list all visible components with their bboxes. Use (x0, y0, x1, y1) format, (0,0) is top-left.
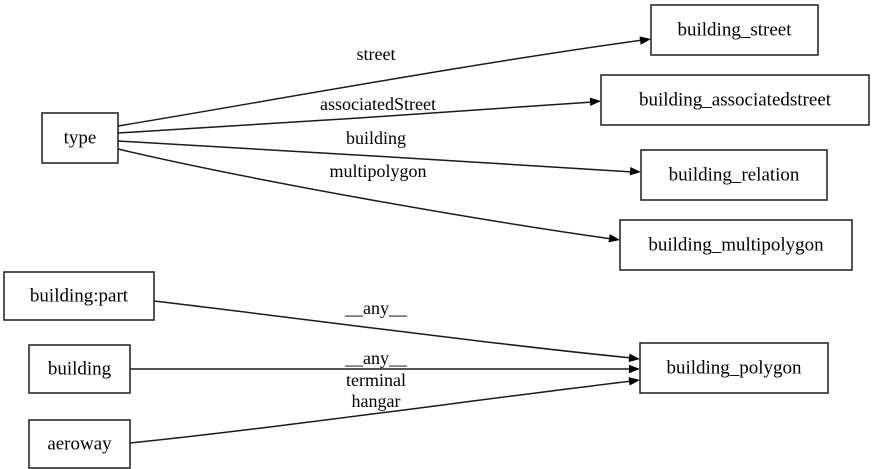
node-building_associatedstreet[interactable]: building_associatedstreet (600, 74, 870, 126)
node-label: type (64, 127, 97, 148)
arrowhead-icon (589, 97, 601, 106)
arrowhead-icon (629, 167, 641, 176)
node-box (619, 219, 853, 271)
node-label: building_polygon (666, 357, 802, 378)
arrowhead-icon (628, 353, 640, 363)
edge-label: __any__ (344, 348, 408, 368)
node-box (28, 419, 131, 469)
arrowhead-icon (628, 377, 640, 386)
node-building_part[interactable]: building:part (3, 271, 155, 321)
arrowhead-icon (608, 234, 620, 243)
edge-label: associatedStreet (320, 94, 436, 114)
edge-label: building (346, 128, 406, 148)
edge-type-to-building_associatedstreet (117, 101, 594, 134)
node-label: building_relation (669, 164, 800, 185)
node-box (41, 112, 119, 164)
edge-aeroway-to-building_polygon (129, 380, 633, 444)
node-box (28, 344, 131, 394)
edge-label: terminal (346, 370, 406, 390)
node-box (600, 74, 870, 126)
nodes-layer: type building_street building_associatedst… (3, 4, 870, 469)
edge-building_part-to-building_polygon (153, 300, 633, 359)
node-box (650, 4, 819, 56)
node-aeroway[interactable]: aeroway (28, 419, 131, 469)
edge-label: multipolygon (329, 161, 426, 181)
node-label: building (48, 358, 112, 379)
node-box (640, 149, 828, 201)
arrowhead-icon (639, 36, 651, 45)
node-building_polygon[interactable]: building_polygon (639, 342, 829, 394)
edge-type-to-building_multipolygon (117, 148, 613, 240)
edge-label: street (357, 44, 396, 64)
edge-type-to-building_street (117, 39, 644, 127)
node-building_street[interactable]: building_street (650, 4, 819, 56)
node-label: building:part (30, 285, 129, 306)
arrowhead-icon (629, 364, 640, 374)
node-building_multipolygon[interactable]: building_multipolygon (619, 219, 853, 271)
node-label: building_street (678, 19, 793, 40)
edge-label: __any__ (344, 298, 408, 318)
node-label: aeroway (47, 433, 112, 454)
edges-layer (117, 36, 651, 444)
node-label: building_associatedstreet (639, 89, 832, 110)
node-label: building_multipolygon (648, 234, 824, 255)
node-building[interactable]: building (28, 344, 131, 394)
node-building_relation[interactable]: building_relation (640, 149, 828, 201)
edge-label: hangar (352, 391, 401, 411)
node-box (639, 342, 829, 394)
node-type[interactable]: type (41, 112, 119, 164)
edge-labels-layer: street associatedStreet building multipolyg… (320, 44, 436, 411)
node-box (3, 271, 155, 321)
edge-type-to-building_relation (117, 140, 634, 173)
